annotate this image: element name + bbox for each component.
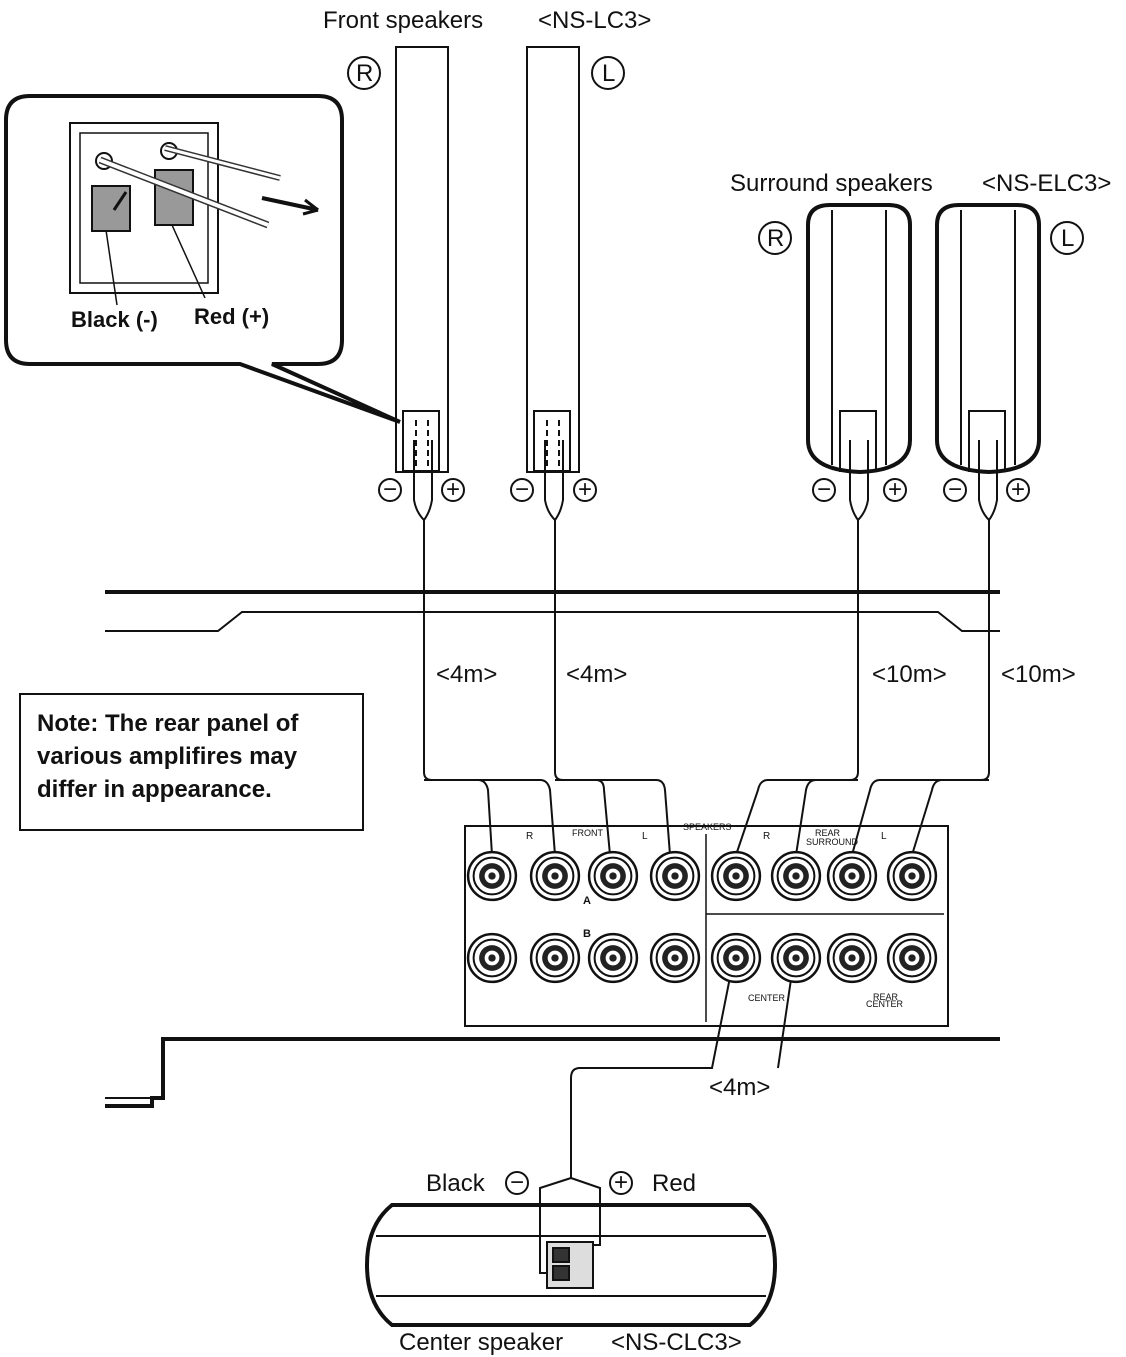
panel-center-label: CENTER <box>748 993 786 1003</box>
rear-panel-note: Note: The rear panel of various amplifir… <box>19 693 364 831</box>
binding-post-terminal <box>649 932 701 984</box>
panel-rear-surround-label-2: SURROUND <box>806 837 859 847</box>
cable-length-surround-left: <10m> <box>1001 661 1076 688</box>
surround-left-mark: L <box>1061 225 1075 252</box>
inset-red-label: Red (+) <box>194 304 270 329</box>
binding-post-terminal <box>826 932 878 984</box>
cable-length-surround-right: <10m> <box>872 661 947 688</box>
polarity-minus-2: − <box>515 476 530 503</box>
panel-row-a-label: A <box>583 895 591 907</box>
binding-post-terminal <box>886 850 938 902</box>
binding-post-terminal <box>466 850 518 902</box>
binding-post-terminal <box>886 932 938 984</box>
surround-speakers-title: Surround speakers <box>730 170 933 197</box>
binding-post-terminal <box>770 932 822 984</box>
polarity-plus-1: + <box>446 476 461 503</box>
wall-line-step <box>105 611 1000 632</box>
polarity-plus-3: + <box>888 476 903 503</box>
surround-speaker-right <box>806 203 912 475</box>
panel-surround-r-mark: R <box>763 831 770 842</box>
center-speaker-title: Center speaker <box>399 1329 564 1356</box>
polarity-symbols <box>378 478 1030 1195</box>
front-speakers-title: Front speakers <box>323 7 484 34</box>
panel-speakers-label: SPEAKERS <box>683 822 732 832</box>
polarity-minus-4: − <box>948 476 963 503</box>
panel-front-label: FRONT <box>572 828 603 838</box>
panel-rear-center-label-2: CENTER <box>866 999 904 1009</box>
center-speaker-model: <NS-CLC3> <box>611 1329 742 1356</box>
center-plus-symbol: + <box>614 1169 629 1196</box>
binding-post-terminal <box>529 850 581 902</box>
center-speaker <box>364 1203 778 1327</box>
front-right-cable <box>413 440 556 856</box>
polarity-minus-3: − <box>817 476 832 503</box>
surround-left-cable <box>851 440 998 856</box>
front-speaker-left <box>526 46 580 473</box>
front-left-mark-circle <box>591 56 625 90</box>
panel-r-mark: R <box>526 831 533 842</box>
center-black-label: Black <box>426 1170 485 1197</box>
surround-speakers-model: <NS-ELC3> <box>982 170 1112 197</box>
terminal-inset-callout <box>4 94 401 424</box>
binding-post-terminal <box>710 850 762 902</box>
surround-right-mark-circle <box>758 221 792 255</box>
front-left-mark: L <box>602 60 616 87</box>
center-red-label: Red <box>652 1170 697 1197</box>
surround-speaker-left <box>935 203 1041 475</box>
note-line-1: Note: The rear panel of <box>37 710 299 737</box>
front-right-mark: R <box>356 60 374 87</box>
surround-left-mark-circle <box>1050 221 1084 255</box>
binding-post-terminal <box>770 850 822 902</box>
panel-l-mark: L <box>642 831 648 842</box>
front-speakers-model: <NS-LC3> <box>538 7 652 34</box>
binding-post-terminal <box>710 932 762 984</box>
binding-post-terminal <box>649 850 701 902</box>
front-speaker-right <box>395 46 449 473</box>
binding-post-terminal <box>466 932 518 984</box>
floor-line <box>105 1037 1000 1108</box>
binding-post-terminal <box>587 850 639 902</box>
binding-post-terminal <box>587 932 639 984</box>
panel-rear-center-label-1: REAR <box>873 992 899 1002</box>
speaker-terminals <box>466 850 938 984</box>
note-line-2: various amplifires may <box>37 743 298 770</box>
binding-post-terminal <box>529 932 581 984</box>
binding-post-terminal <box>826 850 878 902</box>
polarity-minus-1: − <box>383 476 398 503</box>
surround-right-mark: R <box>767 225 785 252</box>
panel-surround-l-mark: L <box>881 831 887 842</box>
amplifier-rear-panel <box>464 825 949 1027</box>
cable-length-front-right: <4m> <box>436 661 498 688</box>
front-left-cable <box>544 440 671 856</box>
center-minus-symbol: − <box>510 1169 525 1196</box>
panel-row-b-label: B <box>583 928 591 940</box>
note-line-3: differ in appearance. <box>37 776 272 803</box>
cable-length-center: <4m> <box>709 1074 771 1101</box>
cable-length-front-left: <4m> <box>566 661 628 688</box>
polarity-plus-2: + <box>578 476 593 503</box>
front-right-mark-circle <box>347 56 381 90</box>
panel-rear-surround-label-1: REAR <box>815 828 841 838</box>
inset-black-label: Black (-) <box>71 307 158 332</box>
polarity-plus-4: + <box>1011 476 1026 503</box>
surround-right-cable <box>735 440 869 856</box>
